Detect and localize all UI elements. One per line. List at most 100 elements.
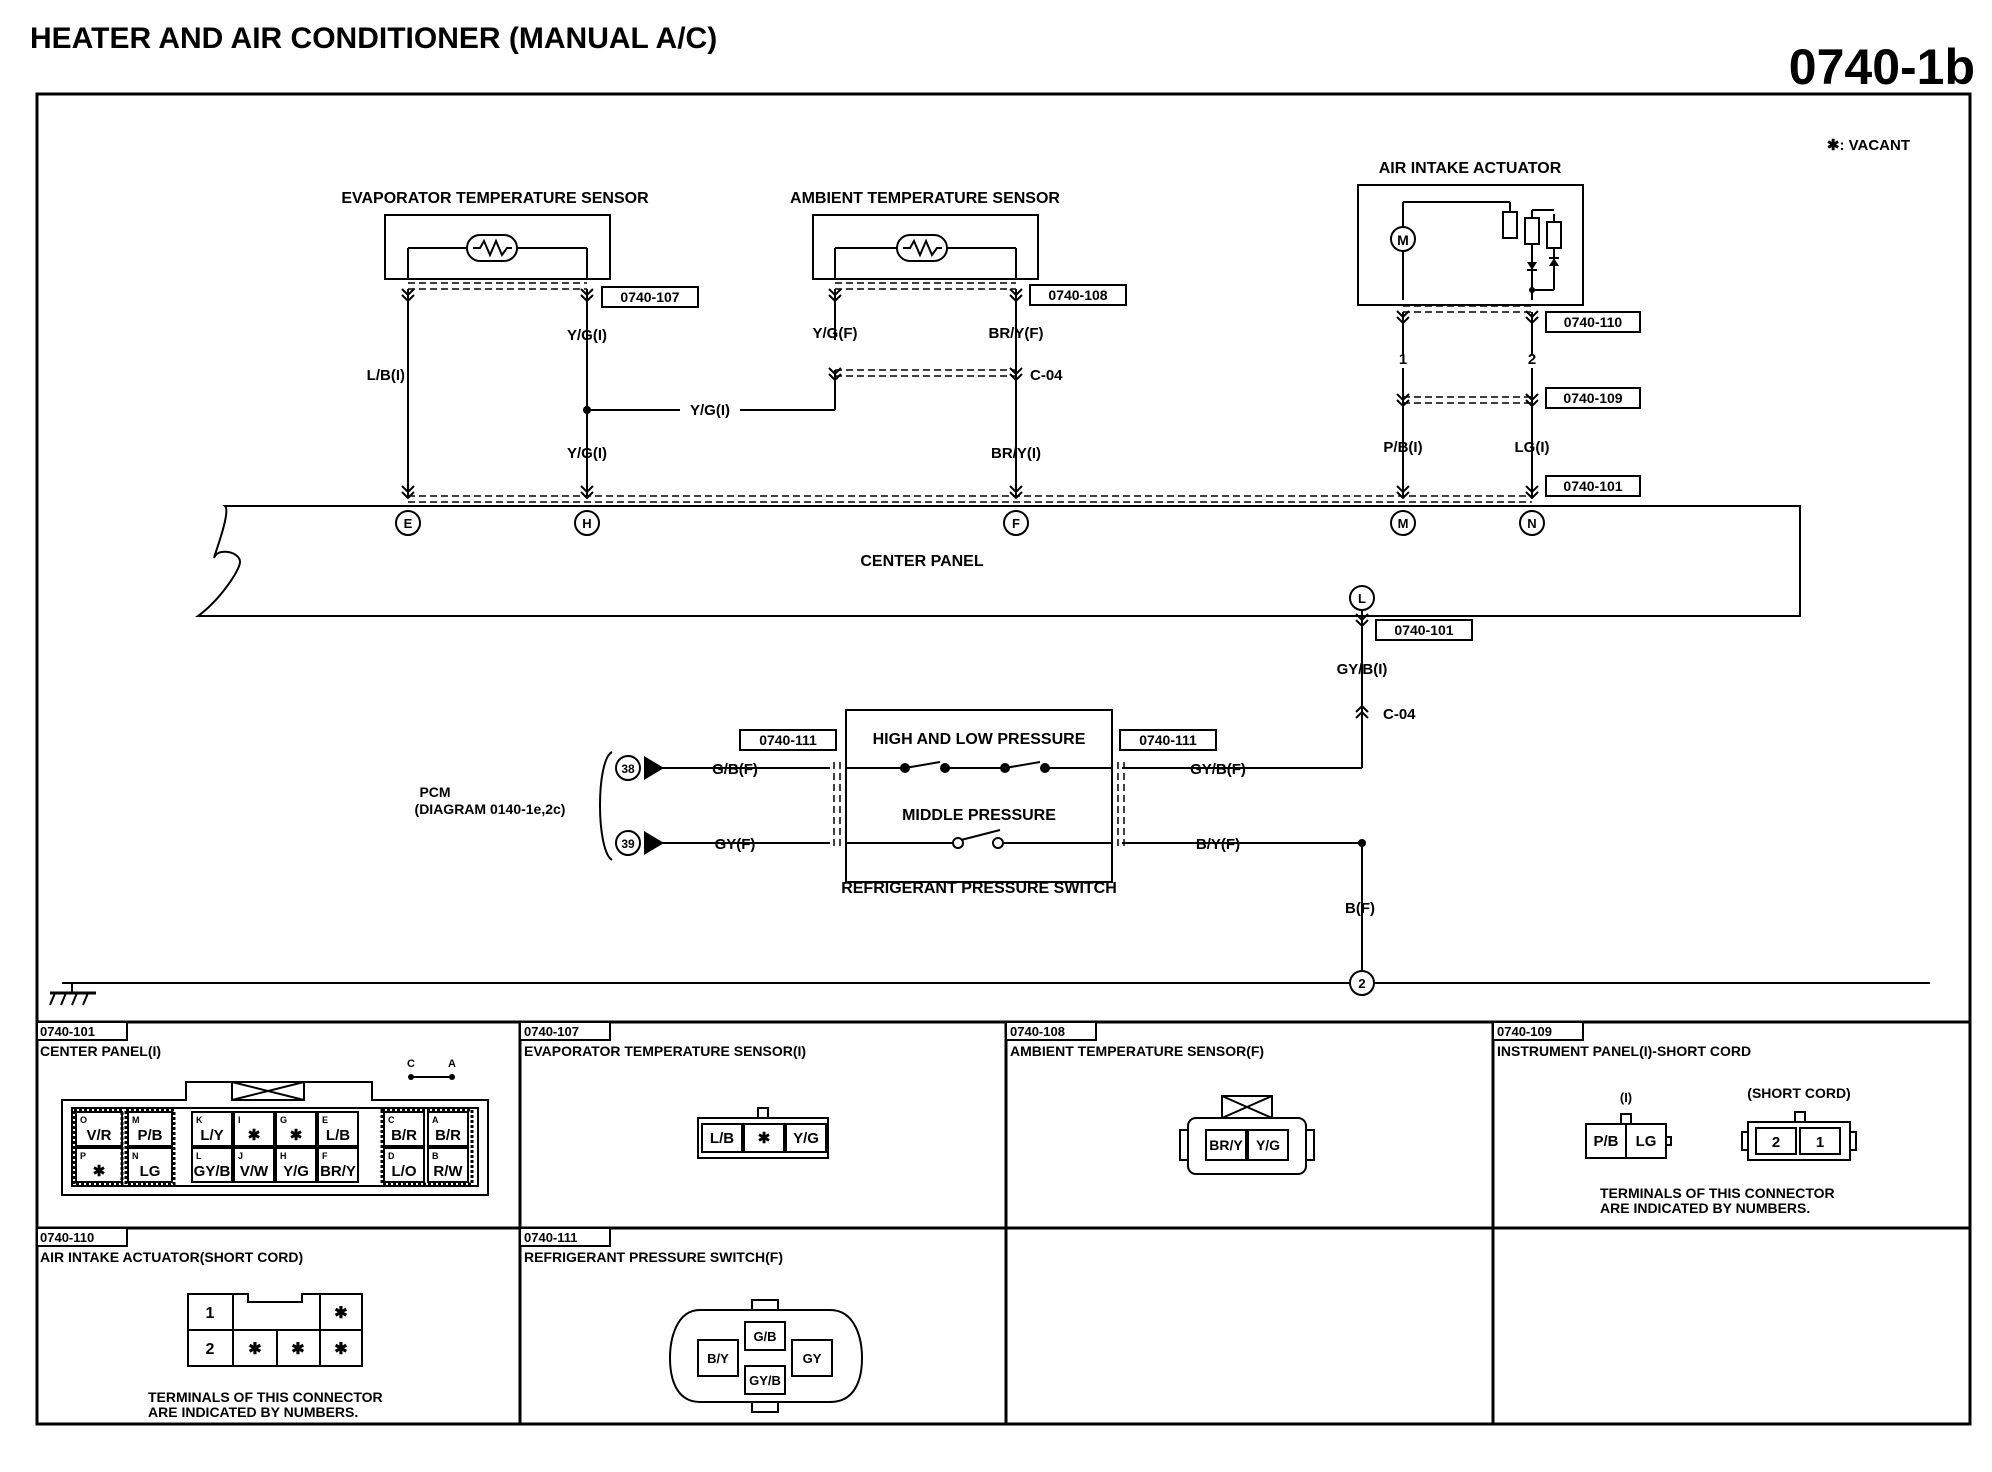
terminal-cell-label: LG [1636,1133,1657,1150]
high-low-pressure-label: HIGH AND LOW PRESSURE [873,731,1086,748]
terminal-cell-label: B/R [391,1127,417,1144]
cv110-note2: ARE INDICATED BY NUMBERS. [148,1404,358,1420]
wire-gyb-f: GY/B(F) [1190,761,1246,778]
upper-wiring [401,288,1539,503]
terminal-cell-label: P/B [1593,1133,1618,1150]
air-intake-actuator: AIR INTAKE ACTUATOR M [1357,160,1584,313]
tag-0740-111-right: 0740-111 [1139,732,1197,748]
terminal-cell-label: ✱ [290,1127,303,1144]
terminal-m: M [1390,510,1416,536]
cell-pin-id: L [196,1151,202,1161]
terminal-cell-label: LG [140,1163,161,1180]
cv111-code: 0740-111 [524,1230,578,1245]
ambient-temperature-sensor: AMBIENT TEMPERATURE SENSOR [790,190,1060,290]
terminal-cell-label: Y/G [793,1130,819,1147]
evaporator-temperature-sensor: EVAPORATOR TEMPERATURE SENSOR [341,190,649,290]
cv101-code: 0740-101 [40,1024,95,1039]
terminal-cell-label: ✱ [334,1341,347,1358]
terminal-cell-label: L/O [392,1163,417,1180]
terminal-l: L [1349,585,1375,611]
svg-text:C: C [407,1058,415,1070]
ground-icon [49,983,96,1006]
tag-0740-111-left: 0740-111 [759,732,817,748]
cv109-title: INSTRUMENT PANEL(I)-SHORT CORD [1497,1043,1751,1059]
wire-bry-i: BR/Y(I) [991,445,1041,462]
cv107-title: EVAPORATOR TEMPERATURE SENSOR(I) [524,1043,806,1059]
tag-0740-109: 0740-109 [1563,390,1622,406]
terminal-cell-label: L/B [710,1130,734,1147]
terminal-ground-2: 2 [1349,970,1375,996]
tag-0740-107: 0740-107 [620,289,679,305]
cv108-code: 0740-108 [1010,1024,1065,1039]
terminal-cell-label: R/W [433,1163,463,1180]
connector-view-0740-110: 0740-110 AIR INTAKE ACTUATOR(SHORT CORD)… [36,1227,383,1420]
svg-text:GY: GY [803,1351,822,1366]
terminal-cell-label: BR/Y [320,1163,356,1180]
cell-pin-id: J [238,1151,243,1161]
terminal-n: N [1519,510,1545,536]
wire-gy-f: GY(F) [715,836,756,853]
position-switch-icon [1502,211,1518,239]
terminal-cell-label: 2 [1772,1134,1780,1151]
cell-pin-id: A [432,1115,439,1125]
page-title: HEATER AND AIR CONDITIONER (MANUAL A/C) [30,22,717,55]
svg-text:39: 39 [621,837,635,851]
cv107-code: 0740-107 [524,1024,579,1039]
cv110-code: 0740-110 [40,1230,94,1245]
svg-text:38: 38 [621,762,635,776]
terminal-cell-label: GY/B [194,1163,231,1180]
cell-pin-id: I [238,1115,241,1125]
cell-pin-id: P [80,1151,86,1161]
wire-b-f: B(F) [1345,900,1375,917]
wire-by-f: B/Y(F) [1196,836,1240,853]
cell-pin-id: G [280,1115,287,1125]
pcm-reference: (DIAGRAM 0140-1e,2c) [415,801,566,817]
svg-text:H: H [582,516,591,531]
terminal-cell-label: B/R [435,1127,461,1144]
cv109-note1: TERMINALS OF THIS CONNECTOR [1600,1185,1835,1201]
wire-c04-bottom: C-04 [1383,706,1416,723]
terminal-cell-label: ✱ [93,1163,106,1180]
connector-view-0740-111: 0740-111 REFRIGERANT PRESSURE SWITCH(F) … [519,1227,864,1413]
diagram-frame [35,92,1972,1426]
svg-text:2: 2 [1358,976,1365,991]
cv111-title: REFRIGERANT PRESSURE SWITCH(F) [524,1249,783,1265]
pcm-arrow-38 [644,756,664,780]
tag-0740-101-top: 0740-101 [1563,478,1622,494]
svg-text:G/B: G/B [753,1329,776,1344]
connector-view-grid [37,1022,1970,1424]
terminal-cell-label: 1 [206,1305,215,1322]
page-code: 0740-1b [1789,39,1975,95]
tag-0740-101-bottom: 0740-101 [1394,622,1453,638]
svg-text:(SHORT CORD): (SHORT CORD) [1747,1085,1850,1101]
air-intake-label: AIR INTAKE ACTUATOR [1379,160,1562,177]
resistor-icon [903,238,942,258]
refrigerant-switch-label: REFRIGERANT PRESSURE SWITCH [841,880,1117,897]
terminal-cell-label: ✱ [758,1130,771,1147]
terminal-cell-label: Y/G [1256,1137,1280,1153]
terminal-cell-label: BR/Y [1209,1137,1243,1153]
svg-text:GY/B: GY/B [749,1373,781,1388]
terminal-cell-label: V/W [240,1163,269,1180]
wire-bry-f: BR/Y(F) [989,325,1044,342]
pcm-arrow-39 [644,831,664,855]
svg-text:F: F [1012,516,1020,531]
wire-yg-1: Y/G(I) [567,327,607,344]
tag-0740-110: 0740-110 [1564,314,1623,330]
cell-pin-id: O [80,1115,87,1125]
wire-lg: LG(I) [1515,439,1550,456]
lower-wiring: 2 38 39 PCM (DIAGRAM 0140-1e,2c) [49,610,1930,1006]
svg-text:M: M [1398,516,1409,531]
connector-view-0740-107: 0740-107 EVAPORATOR TEMPERATURE SENSOR(I… [519,1021,829,1159]
wire-pin-1: 1 [1399,351,1407,368]
pcm-pin-39: 39 [615,830,641,856]
terminal-e: E [395,510,421,536]
vacant-legend: ✱: VACANT [1827,137,1910,154]
terminal-cell-label: L/B [326,1127,350,1144]
svg-text:L: L [1358,591,1366,606]
wire-yg-2: Y/G(I) [567,445,607,462]
terminal-cell-label: Y/G [283,1163,309,1180]
terminal-cell-label: L/Y [200,1127,223,1144]
svg-text:N: N [1527,516,1536,531]
